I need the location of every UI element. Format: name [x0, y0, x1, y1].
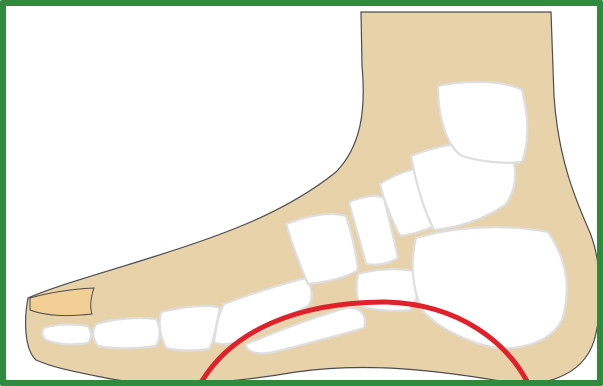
- bone-proximal-phalanx: [160, 306, 220, 350]
- bone-distal-phalanx: [42, 324, 91, 344]
- bone-middle-phalanx: [93, 318, 160, 348]
- foot-diagram: [6, 6, 603, 386]
- toe-nail: [30, 288, 94, 316]
